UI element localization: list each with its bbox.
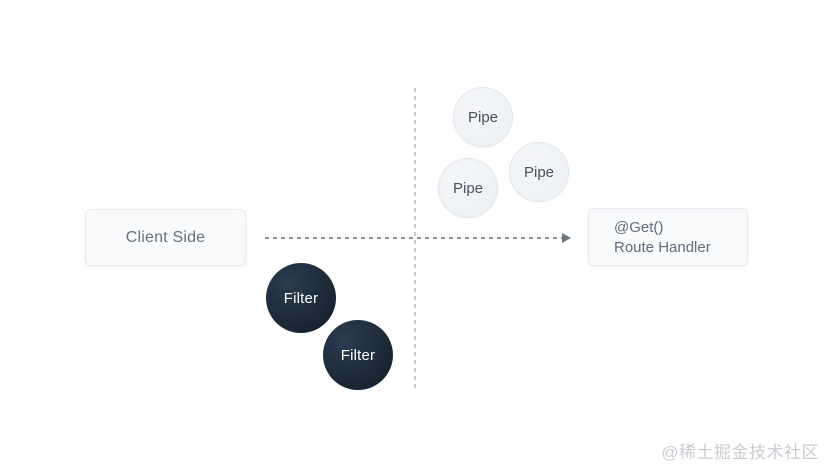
arrowhead-icon: [562, 233, 571, 243]
pipe-label: Pipe: [452, 179, 484, 197]
pipe-label: Pipe: [467, 108, 499, 126]
pipe-circle: Pipe: [438, 158, 498, 218]
pipe-label: Pipe: [523, 163, 555, 181]
filter-label: Filter: [340, 346, 376, 364]
filter-circle: Filter: [323, 320, 393, 390]
boundary-dashed-line: [414, 88, 416, 390]
route-handler-label: Route Handler: [614, 239, 711, 256]
route-handler-box: @Get() Route Handler: [588, 208, 748, 266]
client-side-label: Client Side: [125, 228, 206, 246]
route-decorator-label: @Get(): [614, 219, 664, 236]
watermark: @稀土掘金技术社区: [661, 443, 819, 462]
request-flow-dashed-line: [265, 237, 563, 239]
filter-circle: Filter: [266, 263, 336, 333]
client-side-box: Client Side: [85, 209, 246, 266]
pipe-circle: Pipe: [509, 142, 569, 202]
pipe-circle: Pipe: [453, 87, 513, 147]
filter-label: Filter: [283, 289, 319, 307]
